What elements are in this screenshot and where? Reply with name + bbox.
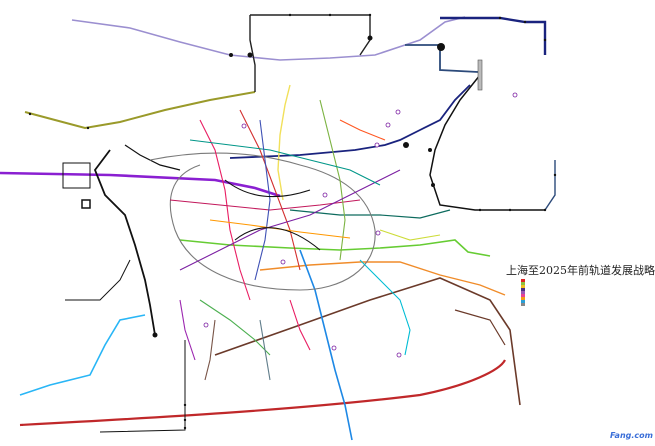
hub-node	[152, 332, 158, 338]
legend-swatch	[521, 300, 525, 303]
legend-entry	[521, 288, 525, 291]
map-title: 上海至2025年前轨道发展战略	[506, 264, 655, 277]
rail-segment	[477, 59, 483, 91]
legend-swatch	[521, 303, 525, 306]
hub-node	[229, 53, 233, 57]
hub-node	[247, 52, 253, 58]
line-navy-east	[229, 84, 471, 159]
station-dots	[28, 13, 557, 430]
line-black-west-2	[124, 144, 181, 171]
legend-swatch	[521, 279, 525, 282]
legend-entry	[521, 285, 525, 288]
line-orange-east	[259, 261, 506, 296]
line-steel-right	[544, 160, 556, 211]
line-teal-east	[289, 209, 451, 219]
line-brown-east-2	[454, 309, 506, 346]
hub-node	[403, 142, 409, 148]
legend-swatch	[521, 282, 525, 285]
legend-entry	[521, 291, 525, 294]
legend-entry	[521, 300, 525, 303]
legend-entry	[521, 279, 525, 282]
line-green-east	[179, 239, 491, 257]
line-black-east	[429, 74, 545, 211]
line-blue-south	[299, 249, 353, 441]
legend-swatch	[521, 291, 525, 294]
legend-entry	[521, 282, 525, 285]
line-cyan-southwest	[19, 314, 146, 396]
station-box	[62, 162, 91, 189]
hub-node	[431, 183, 435, 187]
line-steel-northeast	[405, 44, 479, 73]
legend-swatch	[521, 297, 525, 300]
line-south-spur	[99, 340, 186, 433]
line-brown-southeast	[214, 277, 521, 406]
legend-swatch	[521, 288, 525, 291]
line-olive-north	[24, 91, 256, 130]
map-legend	[521, 279, 525, 306]
line-red-ring	[19, 359, 506, 427]
line-black-west	[93, 149, 156, 336]
line-navy-north	[440, 16, 547, 55]
station-box-small	[81, 199, 91, 209]
legend-entry	[521, 294, 525, 297]
line-lavender-north	[71, 16, 466, 61]
legend-entry	[521, 297, 525, 300]
watermark-logo: Fang.com	[610, 431, 653, 440]
center-network	[149, 99, 441, 381]
line-black-north	[249, 14, 371, 92]
hub-node	[428, 148, 432, 152]
hub-node	[367, 35, 373, 41]
legend-entry	[521, 303, 525, 306]
hub-node	[437, 43, 445, 51]
legend-swatch	[521, 285, 525, 288]
legend-swatch	[521, 294, 525, 297]
interchange-stations	[203, 92, 518, 358]
line-yellow-north	[277, 84, 291, 201]
line-southwest-spur	[65, 259, 131, 301]
line-purple-east-west	[0, 171, 281, 198]
